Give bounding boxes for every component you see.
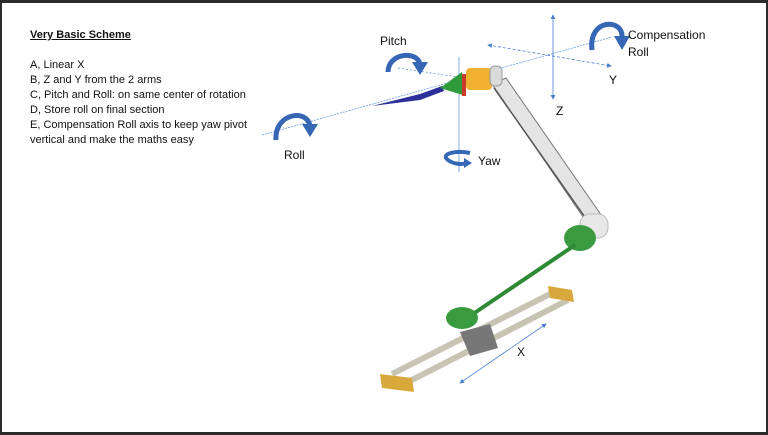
rail-end-cap: [380, 374, 414, 392]
pitch-rotation-icon: [385, 52, 428, 75]
upper-arm: [491, 77, 607, 231]
roll-label: Roll: [284, 148, 305, 162]
pitch-label: Pitch: [380, 34, 407, 48]
yaw-label: Yaw: [478, 154, 501, 168]
note-item: D, Store roll on final section: [30, 104, 165, 116]
arm-end-cap: [489, 65, 503, 87]
yaw-rotation-icon: [443, 149, 472, 168]
tool: [372, 86, 444, 106]
elbow-joint: [564, 225, 596, 251]
notes-title: Very Basic Scheme: [30, 29, 131, 41]
compensation-roll-label-2: Roll: [628, 45, 649, 59]
compensation-roll-label: Compensation: [628, 28, 706, 42]
roll-rotation-icon: [273, 113, 318, 141]
x-label: X: [517, 345, 526, 359]
compensation-roll-rotation-icon: [589, 21, 630, 51]
note-item: E, Compensation Roll axis to keep yaw pi…: [30, 119, 248, 146]
y-axis: [487, 43, 612, 68]
y-label: Y: [609, 73, 618, 87]
pitch-joint-red: [462, 74, 466, 96]
x-axis: [459, 323, 547, 384]
roll-axis: [261, 36, 613, 136]
base-joint: [446, 307, 478, 329]
lower-arm: [468, 243, 577, 318]
note-item: C, Pitch and Roll: on same center of rot…: [30, 89, 246, 101]
pitch-axis: [397, 67, 479, 81]
note-item: A, Linear X: [30, 59, 85, 71]
rail-end-cap: [548, 286, 574, 302]
pitch-joint-green: [440, 72, 466, 96]
z-label: Z: [556, 104, 564, 118]
carriage: [460, 324, 498, 356]
notes-panel: Very Basic Scheme A, Linear X B, Z and Y…: [30, 28, 280, 148]
note-item: B, Z and Y from the 2 arms: [30, 74, 162, 86]
roll-joint-orange: [466, 68, 492, 90]
